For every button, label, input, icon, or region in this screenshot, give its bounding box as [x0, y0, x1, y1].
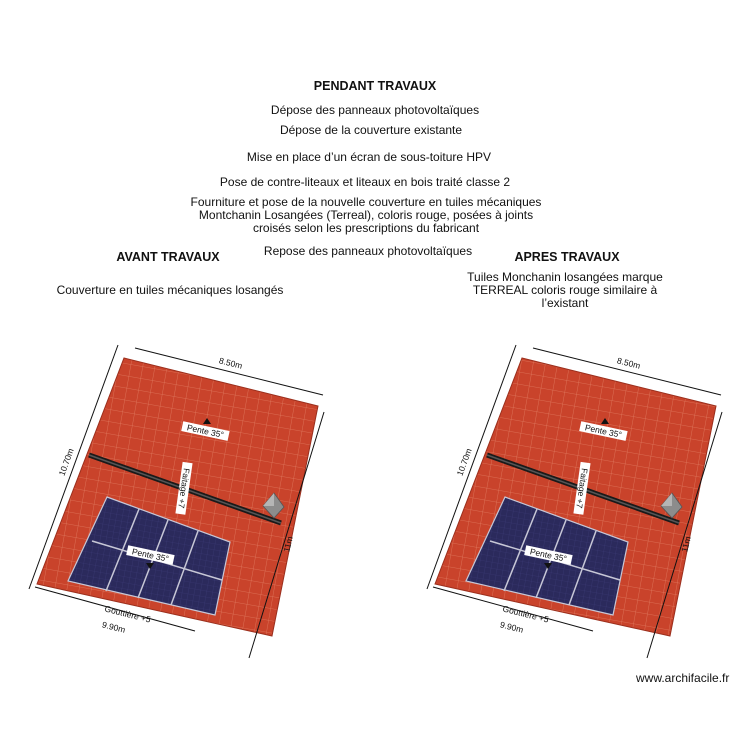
roof-plan-apres: Pente 35°Pente 35°Faitage +78.50m9.90m10…	[426, 344, 723, 659]
dim-label-left: 10.70m	[455, 447, 474, 477]
chimney-face	[661, 493, 672, 506]
apres-title: APRES TRAVAUX	[514, 250, 620, 264]
dim-line-right	[248, 411, 325, 659]
avant-title: AVANT TRAVAUX	[116, 250, 220, 264]
panel-column-divider	[568, 530, 597, 606]
pendant-line-5c: croisés selon les prescriptions du fabri…	[252, 221, 480, 235]
dimension-lines	[426, 344, 723, 659]
dimension-lines	[28, 344, 325, 659]
slope-arrow-upper-icon	[203, 418, 211, 424]
pendant-line-6: Repose des panneaux photovoltaïques	[263, 244, 473, 258]
dim-line-right	[646, 411, 723, 659]
pendant-title: PENDANT TRAVAUX	[313, 79, 437, 93]
panel-column-divider	[503, 508, 538, 592]
dim-label-left: 10.70m	[57, 447, 76, 477]
dim-label-bottom: 9.90m	[101, 619, 126, 634]
pendant-line-3: Mise en place d’un écran de sous-toiture…	[246, 150, 492, 164]
dim-line-bottom	[34, 586, 196, 632]
dim-line-bottom	[432, 586, 594, 632]
apres-description-2: TERREAL coloris rouge similaire à	[472, 283, 658, 297]
slope-label-upper-bg	[579, 421, 628, 441]
dim-label-right: 11m	[281, 535, 295, 553]
ridge-label-bg	[175, 461, 193, 515]
panel-column-divider	[105, 508, 140, 592]
avant-description: Couverture en tuiles mécaniques losangés	[56, 283, 284, 297]
pendant-line-1: Dépose des panneaux photovoltaïques	[270, 103, 480, 117]
dim-line-top	[532, 347, 722, 396]
apres-description-1: Tuiles Monchanin losangées marque	[467, 270, 663, 284]
roof-plan-avant: Pente 35°Pente 35°Faitage +78.50m9.90m10…	[28, 344, 325, 659]
ridge-label-bg	[573, 461, 591, 515]
dim-label-top: 8.50m	[616, 355, 641, 370]
dim-line-left	[426, 344, 517, 590]
slope-label-lower-bg	[126, 545, 175, 565]
dim-label-right: 11m	[679, 535, 693, 553]
slope-label-lower-bg	[524, 545, 573, 565]
dim-line-top	[134, 347, 324, 396]
slope-arrow-lower-icon	[544, 563, 552, 569]
dim-line-left	[28, 344, 119, 590]
slope-arrow-upper-icon	[601, 418, 609, 424]
dim-label-top: 8.50m	[218, 355, 243, 370]
slope-arrow-lower-icon	[146, 563, 154, 569]
panel-column-divider	[170, 530, 199, 606]
pendant-line-4: Pose de contre-liteaux et liteaux en boi…	[219, 175, 511, 189]
pendant-line-5b: Montchanin Losangées (Terreal), coloris …	[198, 208, 534, 222]
apres-description-3: l’existant	[541, 296, 589, 310]
pendant-line-2: Dépose de la couverture existante	[279, 123, 463, 137]
dim-label-bottom: 9.90m	[499, 619, 524, 634]
pendant-line-5a: Fourniture et pose de la nouvelle couver…	[190, 195, 542, 209]
slope-label-upper-bg	[181, 421, 230, 441]
chimney-face	[263, 493, 274, 506]
watermark: www.archifacile.fr	[636, 671, 730, 685]
